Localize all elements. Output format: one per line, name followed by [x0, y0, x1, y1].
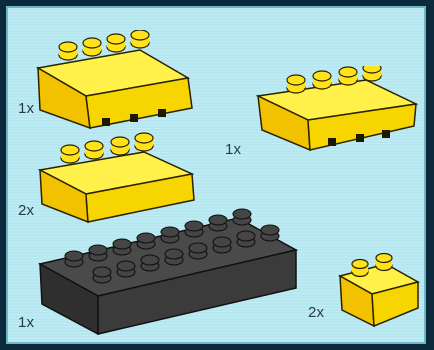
yellow-slope-brick-top-left [30, 30, 200, 130]
dark-gray-brick [34, 204, 306, 338]
quantity-label: 1x [18, 100, 34, 117]
quantity-label: 2x [308, 304, 324, 321]
quantity-label: 2x [18, 202, 34, 219]
yellow-inverted-slope-brick [248, 66, 424, 154]
quantity-label: 1x [225, 141, 241, 158]
quantity-label: 1x [18, 314, 34, 331]
yellow-small-slope-brick [334, 250, 424, 330]
parts-list-panel: 1x 1x 2x [6, 6, 426, 344]
